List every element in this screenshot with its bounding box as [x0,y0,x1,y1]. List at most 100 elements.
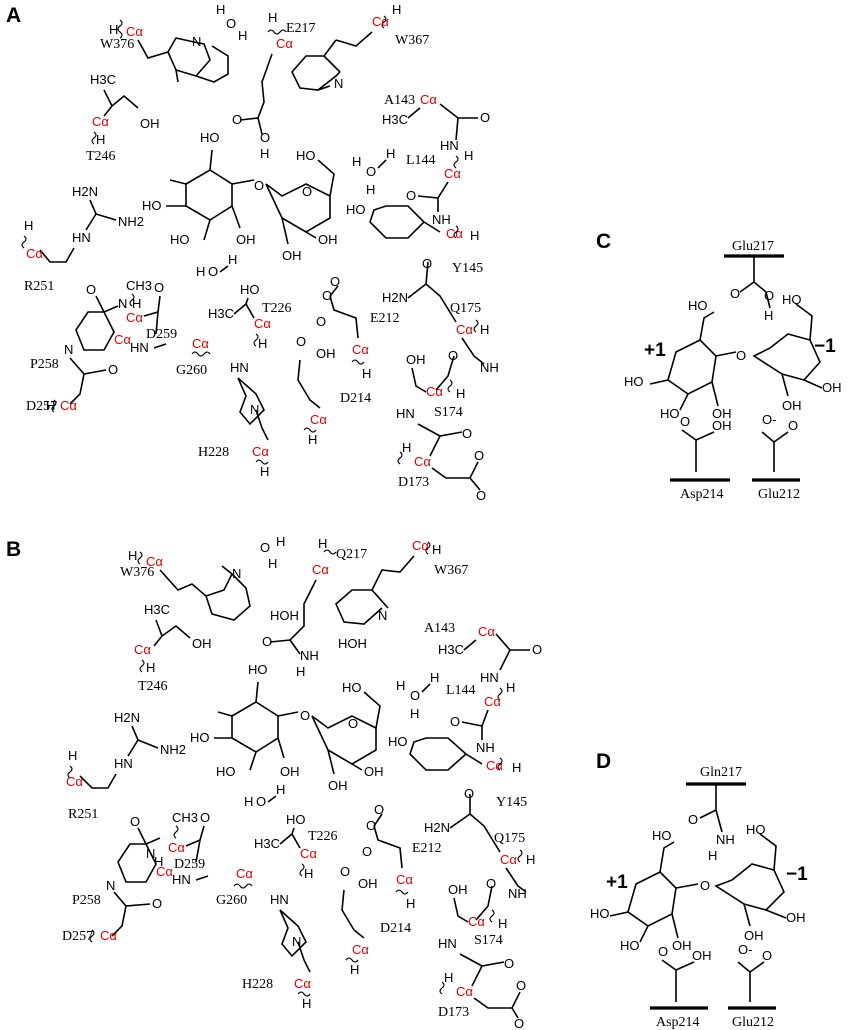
nh-atom: NH [480,360,499,375]
h-atom: H [24,218,33,233]
o-atom: O [366,818,376,833]
ho-atom: HO [590,906,610,921]
h-atom: H [276,534,285,549]
h-atom: H [526,852,535,867]
q175-s174-d173-residue-b: H2N O Q175 Cα H NH O OH Cα H S174 HN O H… [424,786,535,1030]
t226-residue-b: HO T226 H3C Cα H [254,812,338,881]
ho-atom: HO [286,812,306,827]
wavy-bond [117,19,123,39]
backbone-bond [461,709,489,740]
subsite-minus-one: −1 [814,336,836,357]
asp214-carboxylate [661,959,695,1002]
ca-atom: Cα [252,444,269,459]
subsite-plus-one: +1 [644,340,666,361]
hn-atom: HN [114,756,133,771]
e212-residue-a: O O O E212 Cα H [316,274,400,381]
h-atom: H [304,866,313,881]
water-bond [267,795,277,803]
ca-atom: Cα [372,14,389,29]
w376-residue-b: H Cα W376 N [120,548,251,621]
h-atom: H [228,252,237,267]
proline-ring [117,827,161,883]
h-atom: H [308,432,317,447]
o-atom: O [256,794,266,809]
h2n-atom: H2N [114,710,140,725]
h-atom: H [96,132,105,147]
y145-residue-b: HO Cα H Y145 [388,734,527,810]
a143-l144-residue-a: A143 Cα H3C O HN L144 H Cα O NH [382,92,490,227]
ca-atom: Cα [312,562,329,577]
oh-atom: OH [692,948,712,963]
panel-b-label: B [6,538,21,561]
h-atom: H [480,322,489,337]
o-atom: O [302,184,312,199]
indole-ring [291,31,373,91]
h2n-atom: H2N [382,290,408,305]
p258-d259-g260-residue-b: O Cα N CH3 Cα H D259 O HN Cα G260 P258 N… [62,810,253,944]
hoh-b: HOH HOH [270,608,367,651]
w376-label: W376 [100,37,134,52]
water-b-2: H O H H [396,670,439,721]
h-atom: H [268,556,277,571]
wavy-bond [303,427,317,433]
guanidine-bond [85,199,117,231]
wavy-bond [297,991,311,997]
backbone-bond [461,337,485,365]
side-chain-bond [329,285,359,339]
side-chain-bond [239,53,273,135]
h-atom: H [258,336,267,351]
d259-label: D259 [174,857,205,872]
gln217-amide [699,784,723,833]
y145-label: Y145 [496,795,527,810]
ca-atom: Cα [100,928,117,943]
ca-atom: Cα [294,976,311,991]
o-atom: O [322,288,332,303]
backbone-bond [185,825,205,863]
w367-residue-b: Cα H W367 N [335,538,468,625]
hn-atom: HN [440,138,459,153]
amide-bond [449,794,501,853]
h-atom: H [396,678,405,693]
sugar-substituents-2 [327,691,381,775]
oh-atom: OH [672,938,692,953]
ca-atom: Cα [420,92,437,107]
wavy-bond [91,131,97,145]
ca-atom: Cα [192,336,209,351]
glu212-carboxylate [761,431,789,472]
o-atom: O [788,418,798,433]
o-atom: O [474,448,484,463]
glu212-label: Glu212 [732,1015,774,1030]
t246-label: T246 [138,679,168,694]
ho-atom: HO [190,730,210,745]
aspartate-bond [473,991,521,1019]
d214-residue-b: O OH D214 Cα H [340,864,411,977]
substituents-plus1 [609,841,699,943]
nh-atom: NH [432,212,451,227]
h-atom: H [46,398,55,413]
ca-atom: Cα [134,642,151,657]
o-atom: O [410,688,420,703]
side-chain-bond [233,297,255,319]
indole-ring [167,37,229,83]
panel-d-label: D [596,750,611,773]
wavy-bond [351,359,365,365]
ho-atom: HO [746,822,766,837]
hn-atom: HN [480,670,499,685]
ho-atom: HO [652,828,672,843]
sugar-ring-2 [311,715,377,765]
phenol-ring [409,737,483,771]
o-atom: O [366,164,376,179]
h3c-atom: H3C [382,112,408,127]
oh-atom: OH [280,764,300,779]
n-atom: N [232,566,241,581]
q175-label: Q175 [450,301,481,316]
oh-atom: OH [328,778,348,793]
sugar-ring-minus1 [714,863,785,911]
wavy-bond [453,225,459,239]
glu217-carboxylate [739,256,771,309]
wavy-bond [267,29,287,35]
wavy-bond [253,333,259,347]
oh-atom: OH [316,346,336,361]
h-atom: H [350,962,359,977]
